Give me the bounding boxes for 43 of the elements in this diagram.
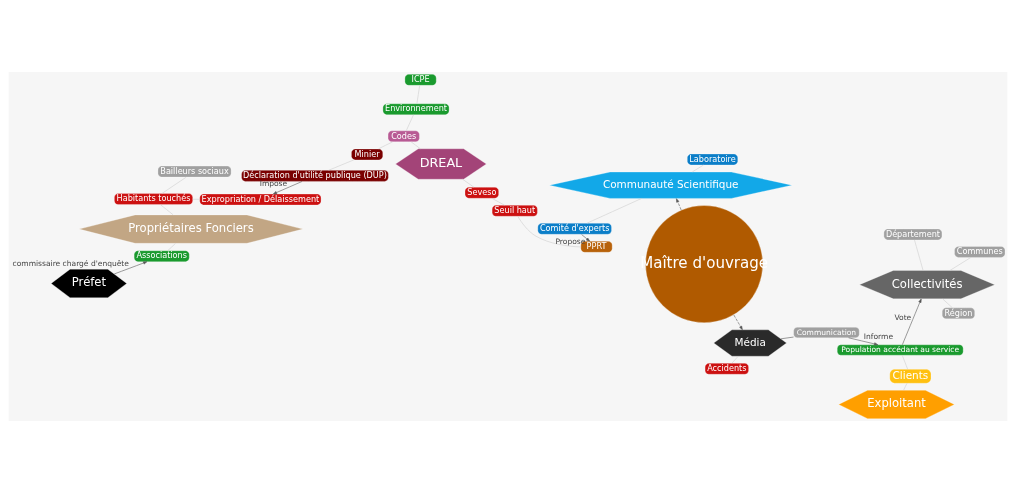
arrow (733, 314, 743, 330)
connector (462, 178, 475, 188)
node-box: Seuil haut (492, 205, 538, 217)
arrow (272, 181, 303, 195)
connector (517, 216, 582, 248)
node-box: Clients (889, 369, 932, 384)
node-box: Communes (954, 246, 1006, 258)
arrow (902, 298, 922, 345)
connector (903, 383, 908, 391)
connector (410, 141, 421, 149)
node-box: Région (942, 307, 975, 319)
connector (586, 198, 642, 224)
connector (942, 298, 953, 309)
arrow (676, 198, 682, 211)
node-box: Département (883, 228, 943, 241)
node-box: Environnement (382, 103, 450, 115)
node-box: Comité d'experts (537, 223, 612, 235)
connector (692, 164, 704, 173)
node-box: ICPE (404, 74, 437, 86)
node-box: Minier (351, 148, 383, 161)
connector (949, 257, 972, 271)
node-box: Associations (134, 250, 190, 262)
connector (731, 355, 739, 364)
connector (406, 114, 414, 131)
connector (378, 141, 393, 150)
connector (167, 243, 176, 251)
node-box: Codes (387, 130, 420, 142)
connector (328, 159, 354, 171)
connector (491, 198, 505, 206)
node-box-text: Déclaration d'utilité publique (DUP) (241, 170, 389, 182)
node-box: Seveso (464, 187, 499, 199)
connector (914, 239, 924, 271)
arrow (581, 234, 590, 242)
arrow (848, 337, 879, 346)
node-box: Accidents (704, 363, 749, 375)
connector (161, 176, 187, 194)
connector (780, 336, 794, 340)
node-box: Habitants touchés (114, 193, 193, 205)
arrow (113, 261, 148, 275)
node-box: Bailleurs sociaux (157, 165, 232, 178)
node-box: Laboratoire (687, 153, 738, 166)
connector (160, 204, 174, 216)
connector (901, 354, 908, 370)
